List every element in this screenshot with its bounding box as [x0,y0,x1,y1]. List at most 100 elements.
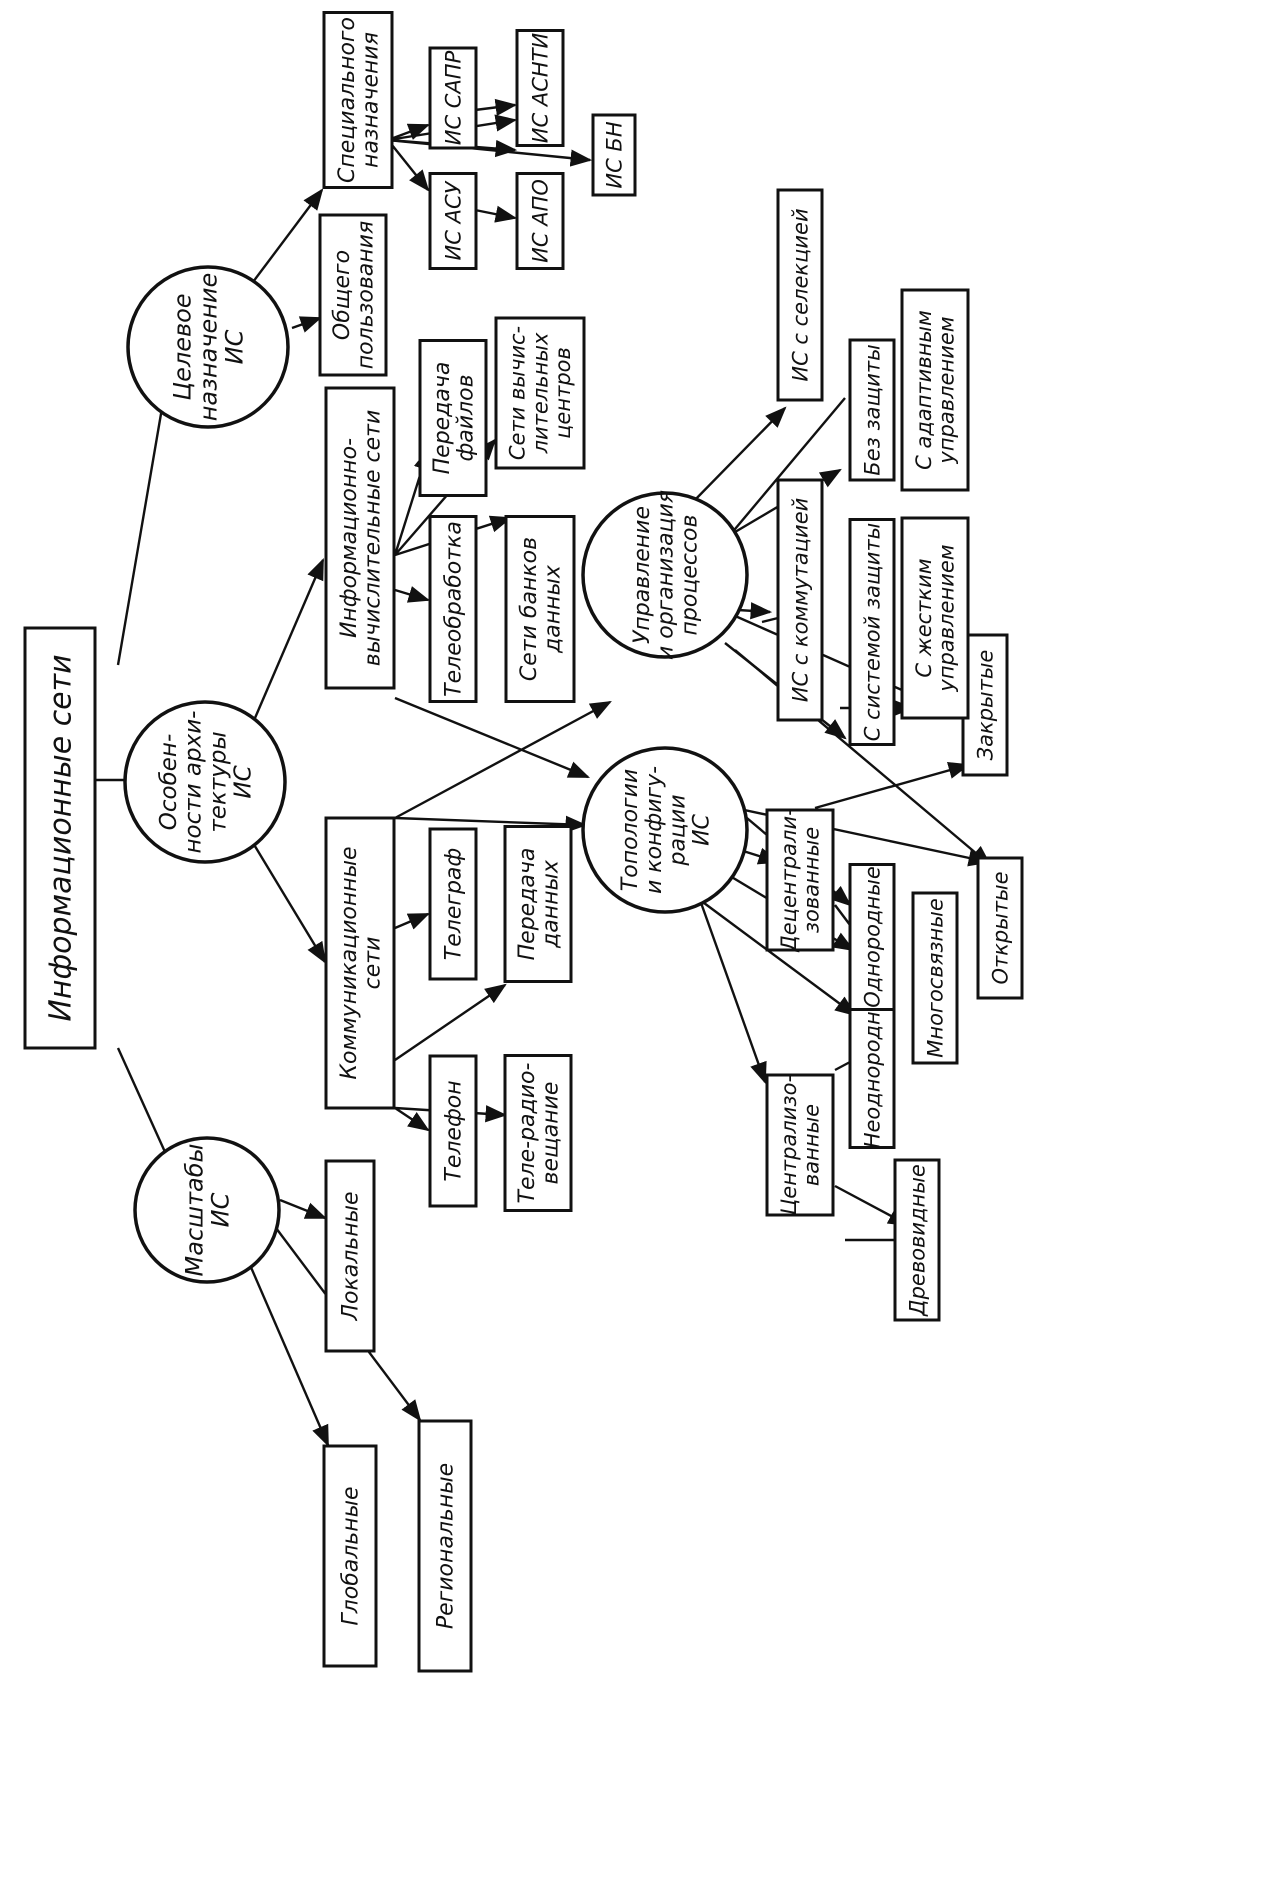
node-is-sapr-label: ИС САПР [441,50,465,145]
node-centralized: Централизо-ванные [765,1073,835,1217]
node-datatrans-box [503,825,573,983]
node-with-selection: ИС с селекцией [776,188,824,402]
connector-26 [394,700,612,820]
node-topology-line-3: ИС [689,813,714,845]
connector-22 [387,138,593,167]
node-general-line-1: пользования [354,221,379,369]
node-centralized-label: Централизо-ванные [777,1075,824,1215]
node-centralized-line-1: ванные [800,1104,824,1186]
node-adaptive: С адаптивнымуправлением [900,288,970,492]
node-open-box [976,856,1024,1000]
connector-27 [394,696,590,779]
connector-45 [834,1060,851,1072]
connector-0 [116,1047,167,1153]
node-closed-line-0: Закрытые [973,650,997,761]
node-local-box [324,1159,376,1353]
node-datatrans-label: Передачаданных [515,848,564,961]
node-decentralized: Децентрали-зованные [765,808,835,953]
node-infocomp-line-0: Информационно- [337,438,362,638]
node-decentralized-line-1: зованные [800,827,824,933]
node-centralized-box [765,1073,835,1217]
node-is-asnti: ИС АСНТИ [515,29,565,147]
connector-28 [698,899,767,1085]
node-special-box [322,11,394,189]
node-is-asu: ИС АСУ [428,172,478,270]
connector-6 [248,837,327,964]
node-filetrans: Передачафайлов [418,339,488,497]
node-datatrans-line-0: Передача [515,848,540,961]
connector-7 [253,558,325,719]
node-purpose-circle [126,265,290,429]
node-treelike: Древовидные [893,1158,941,1322]
node-special-label: Специальногоназначения [335,17,384,183]
node-general-box [318,213,388,377]
node-telework-line-0: Телеобработка [442,521,467,697]
node-topology-line-1: и конфигу- [642,766,667,894]
node-telework-label: Телеобработка [442,521,467,697]
node-scale-line-1: ИС [206,1192,234,1227]
node-decentralized-label: Децентрали-зованные [777,808,824,952]
node-root-line-0: Информационные сети [44,654,79,1021]
node-is-bn-label: ИС БН [602,121,626,188]
node-arch-line-2: тектуры [206,731,232,832]
node-special-line-1: назначения [359,32,384,168]
connector-29 [699,899,857,1017]
connector-19 [387,123,431,142]
node-dbnets: Сети банковданных [504,515,576,703]
node-infocomp-line-1: вычислительные сети [361,410,386,667]
nodes-layer: Информационные сетиМасштабыИСОсобен-ност… [23,11,1024,1673]
node-is-asu-box [428,172,478,270]
node-is-sapr: ИС САПР [428,46,478,150]
node-is-apo: ИС АПО [515,172,565,270]
node-purpose-line-1: назначение [194,273,222,422]
node-root-box [23,626,97,1050]
connector-12 [394,912,430,930]
node-telephone-label: Телефон [442,1080,467,1181]
node-general: Общегопользования [318,213,388,377]
node-broadcast: Теле-радио-вещание [503,1054,573,1212]
node-with-protection-label: С системой защиты [860,523,884,742]
node-is-bn-line-0: ИС БН [602,121,626,188]
connector-40 [689,406,787,506]
node-multiconnected-box [911,891,959,1065]
node-filetrans-box [418,339,488,497]
node-compcenters-box [494,316,586,470]
node-dbnets-line-1: данных [541,564,566,654]
node-treelike-label: Древовидные [905,1164,929,1317]
node-is-bn-box [591,113,637,197]
connector-36 [737,602,773,620]
node-rigid-line-0: С жестким [912,558,936,677]
connector-46 [834,904,851,926]
node-homogeneous-box [848,863,896,1011]
node-adaptive-line-1: управлением [935,316,959,464]
node-homogeneous-label: Однородные [860,866,884,1008]
node-is-sapr-box [428,46,478,150]
connector-3 [248,1264,330,1447]
node-homogeneous: Однородные [848,863,896,1011]
node-arch-circle [123,700,287,864]
node-datatrans-line-1: данных [539,859,564,949]
node-comm: Коммуникационныесети [324,816,396,1110]
node-mgmt-line-0: Управление [630,506,655,644]
node-is-asu-label: ИС АСУ [441,180,465,260]
node-mgmt-line-1: и организация [654,490,679,660]
node-scale-line-0: Масштабы [180,1143,208,1276]
node-adaptive-label: С адаптивнымуправлением [912,310,959,470]
node-closed: Закрытые [961,633,1009,777]
connector-34 [814,761,971,810]
node-telework-box [428,515,478,703]
node-scale: МасштабыИС [133,1136,281,1284]
node-with-switching: ИС с коммутацией [776,478,824,722]
node-telework: Телеобработка [428,515,478,703]
node-with-selection-label: ИС с селекцией [788,208,812,381]
node-is-sapr-line-0: ИС САПР [441,50,465,145]
node-closed-label: Закрытые [973,650,997,761]
node-topology-label: Топологиии конфигу-рацииИС [618,766,714,894]
node-multiconnected: Многосвязные [911,891,959,1065]
node-decentralized-box [765,808,835,952]
node-broadcast-label: Теле-радио-вещание [515,1063,564,1204]
node-arch-line-3: ИС [230,765,256,798]
node-dbnets-line-0: Сети банков [517,537,542,681]
node-open-label: Открытые [988,871,1012,984]
